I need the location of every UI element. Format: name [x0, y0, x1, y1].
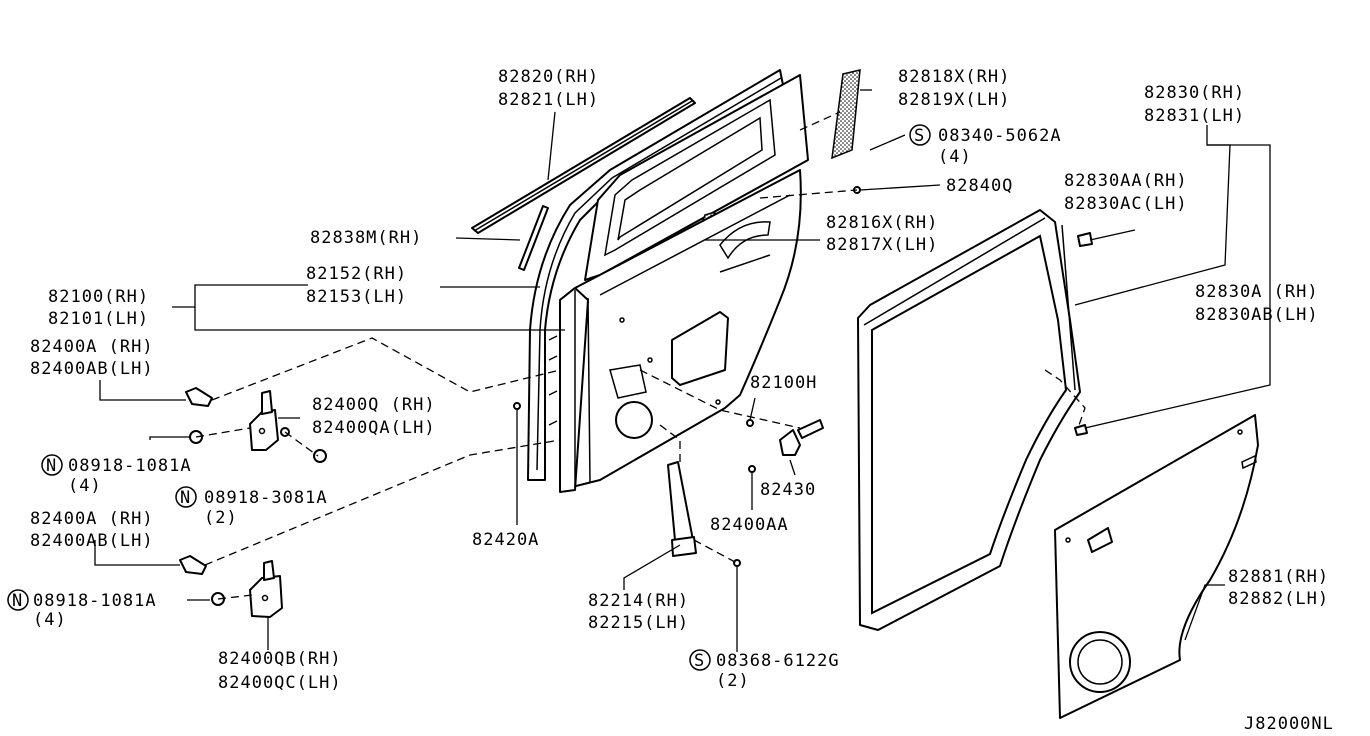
- label-08918-3081a: 08918-3081A: [204, 488, 328, 508]
- s-letter-08340: S: [914, 126, 925, 146]
- label-82838m: 82838M(RH): [310, 228, 422, 248]
- label-82215: 82215(LH): [588, 613, 689, 633]
- label-82400ab-upper: 82400AB(LH): [30, 359, 154, 379]
- label-82830ac: 82830AC(LH): [1064, 194, 1188, 214]
- label-08918-1081a-lower: 08918-1081A: [33, 591, 157, 611]
- label-08918-1081a-upper: 08918-1081A: [68, 456, 192, 476]
- qty-08918-lower: (4): [33, 610, 67, 630]
- nut-middle: [313, 449, 327, 463]
- door-check-82214: [667, 461, 697, 557]
- label-82430: 82430: [760, 480, 816, 500]
- label-82816x: 82816X(RH): [826, 213, 938, 233]
- label-08368-6122g: 08368-6122G: [716, 651, 840, 671]
- leader-lines: [94, 89, 1271, 652]
- weatherstrip-82830: [857, 209, 1081, 631]
- label-82152: 82152(RH): [306, 264, 407, 284]
- s-mark-08368: [689, 649, 711, 671]
- door-sash-frame: [527, 69, 809, 481]
- label-82821: 82821(LH): [498, 90, 599, 110]
- n-letter-08918-lower: N: [12, 591, 23, 611]
- qty-08918-upper: (4): [68, 476, 102, 496]
- n-letter-08918-3081a: N: [180, 488, 191, 508]
- label-82400qb: 82400QB(RH): [218, 649, 342, 669]
- s-letter-08368: S: [694, 651, 705, 671]
- clip-82830aa: [1077, 232, 1093, 247]
- label-82818x: 82818X(RH): [898, 67, 1010, 87]
- label-82153: 82153(LH): [306, 287, 407, 307]
- qty-08368: (2): [716, 671, 750, 691]
- label-82817x: 82817X(LH): [826, 235, 938, 255]
- label-82840q: 82840Q: [946, 176, 1013, 196]
- label-82831: 82831(LH): [1144, 106, 1245, 126]
- clip-82830a: [1074, 424, 1088, 436]
- hinge-upper: [249, 390, 279, 451]
- hinge-lower: [249, 560, 283, 618]
- bolt-82400aa: [748, 465, 756, 473]
- label-82819x: 82819X(LH): [898, 90, 1010, 110]
- seal-strip-82838m: [518, 205, 549, 271]
- door-shell: [548, 169, 802, 493]
- label-82830aa: 82830AA(RH): [1064, 171, 1188, 191]
- label-82100: 82100(RH): [48, 287, 149, 307]
- label-82101: 82101(LH): [48, 309, 149, 329]
- label-08340-5062a: 08340-5062A: [938, 126, 1062, 146]
- n-letter-08918-upper: N: [46, 456, 57, 476]
- label-82400aa: 82400AA: [710, 515, 789, 535]
- bolt-82420a: [513, 402, 521, 410]
- label-82830: 82830(RH): [1144, 83, 1245, 103]
- diagram-id: J82000NL: [1244, 714, 1334, 734]
- pad-82818x: [831, 69, 861, 160]
- label-82830a: 82830A (RH): [1195, 282, 1319, 302]
- assembly-lines: [195, 111, 1086, 600]
- label-82881: 82881(RH): [1228, 567, 1329, 587]
- n-mark-08918-upper: [41, 454, 63, 476]
- label-82400qa: 82400QA(LH): [312, 418, 436, 438]
- qty-08918-3081a: (2): [204, 508, 238, 528]
- label-82100h: 82100H: [750, 373, 817, 393]
- label-82400qc: 82400QC(LH): [218, 673, 342, 693]
- bolt-lower: [179, 555, 207, 575]
- label-82882: 82882(LH): [1228, 589, 1329, 609]
- screw-08368: [733, 559, 741, 567]
- label-82820: 82820(RH): [498, 67, 599, 87]
- part-labels: 82820(RH) 82821(LH) 82818X(RH) 82819X(LH…: [7, 67, 1334, 734]
- striker-82430: [779, 419, 824, 456]
- n-mark-08918-lower: [7, 589, 29, 611]
- n-mark-08918-3081a: [175, 486, 197, 508]
- label-82400ab-lower: 82400AB(LH): [30, 531, 154, 551]
- qty-08340: (4): [938, 147, 972, 167]
- label-82830ab: 82830AB(LH): [1195, 305, 1319, 325]
- bolt-upper: [185, 387, 213, 407]
- s-mark-08340: [909, 124, 931, 146]
- label-82214: 82214(RH): [588, 591, 689, 611]
- trim-panel-82881: [1054, 414, 1259, 719]
- belt-molding-82820: [471, 97, 696, 234]
- label-82420a: 82420A: [472, 530, 539, 550]
- clip-82100h: [746, 419, 754, 427]
- label-82400q: 82400Q (RH): [312, 395, 436, 415]
- label-82400a-lower: 82400A (RH): [30, 509, 154, 529]
- label-82400a-upper: 82400A (RH): [30, 337, 154, 357]
